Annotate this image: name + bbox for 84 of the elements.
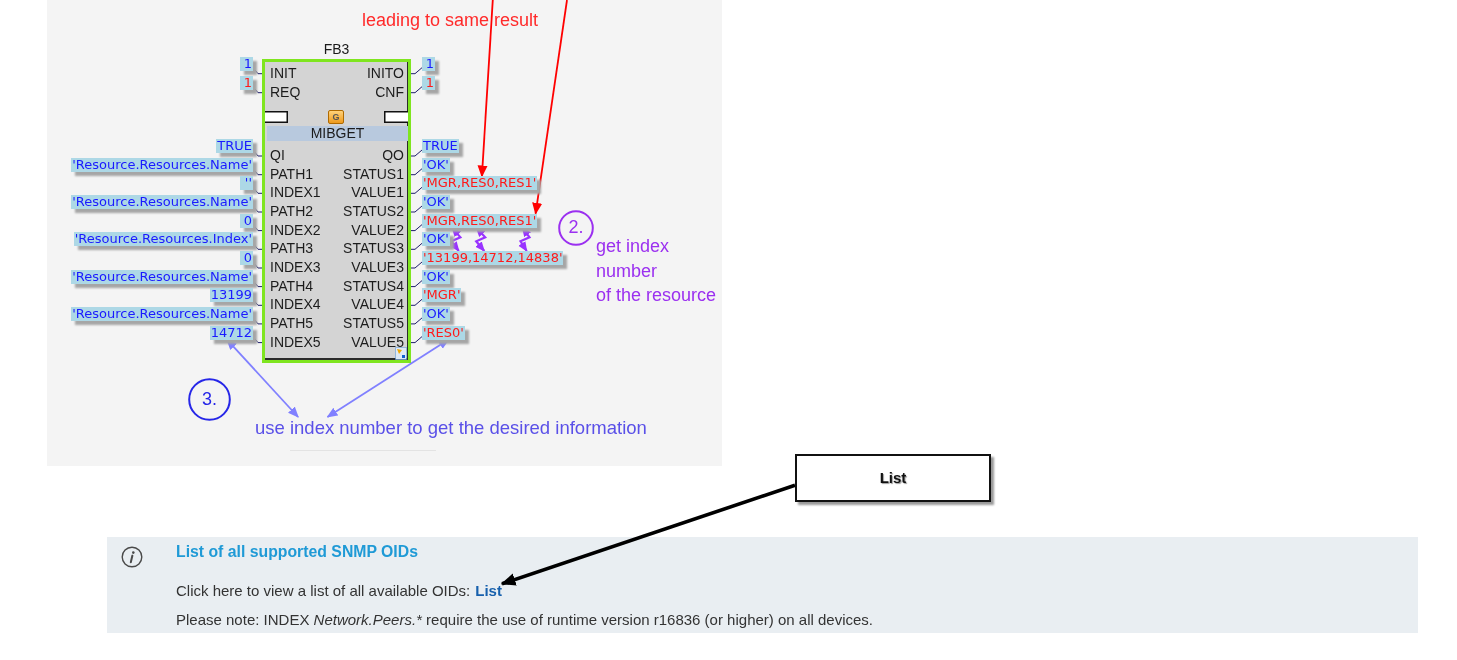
wire [410,224,423,232]
pin-label: STATUS4 [343,277,404,294]
wire [252,242,263,250]
pin-label: QI [270,147,285,163]
pin-label: QO [382,147,404,163]
pin-label: INITO [366,64,404,81]
arrow [477,0,494,178]
step-number: 3. [202,389,217,410]
wire [252,317,263,325]
wire [252,280,263,288]
wire [252,186,263,194]
pin-label: STATUS3 [343,240,404,257]
panel-heading: List of all supported SNMP OIDs [176,543,418,561]
pin-label: STATUS1 [343,165,404,182]
pin-label: PATH5 [270,314,314,331]
output-value: 'MGR' [422,288,462,303]
wire [410,67,423,75]
panel-text: Please note: INDEX Network.Peers.* require the use of runtime version r16836 (or higher) on all devices. [176,611,874,629]
pin-label: INDEX5 [270,333,321,350]
wire [252,86,263,94]
pin-label: REQ [270,83,301,100]
type-name-bar: MIBGET [267,126,408,141]
wire [252,261,263,269]
wire [252,205,263,213]
output-value: 'OK' [422,232,450,247]
pin-label: INDEX3 [270,258,321,275]
pin-label: VALUE1 [351,184,404,201]
pin-label: VALUE3 [351,258,404,275]
wire [252,336,263,344]
wire [410,298,423,306]
callout-box: List [795,454,991,502]
panel-text: Click here to view a list of all available OIDs: [176,582,471,600]
pin-label: PATH2 [270,202,314,219]
pin-label: STATUS5 [343,314,404,331]
wire [252,298,263,306]
wire [252,168,263,176]
wire [410,168,423,176]
block-name: FB3 [323,41,350,57]
pin-label: PATH3 [270,240,314,257]
double-arrow [474,226,488,252]
output-value: TRUE [422,139,459,153]
pin-label: INDEX4 [270,296,321,313]
annotation-text: use index number to get the desired information [255,417,647,439]
type-badge: G [328,110,344,124]
input-value: 'Resource.Resources.Index' [73,232,253,247]
pin-label: VALUE2 [351,221,404,238]
pin-label: STATUS2 [343,202,404,219]
pin-label: PATH1 [270,165,314,182]
annotation-text: leading to same result [362,10,539,31]
double-arrow [326,338,450,418]
annotation-text: get index number of the resource [596,235,717,307]
arrow [532,0,568,215]
double-arrow [518,226,532,252]
wire [252,224,263,232]
pin-label: VALUE4 [351,296,404,313]
wire [252,149,263,157]
wire [410,336,423,344]
wire [410,317,423,325]
pin-label: PATH4 [270,277,314,294]
step-circle [558,210,594,246]
link: List [475,582,502,600]
pin-label: VALUE5 [351,333,404,350]
double-arrow [226,338,299,418]
pin-label: CNF [375,83,404,100]
step-circle [188,378,231,421]
wire [410,205,423,213]
wire [410,280,423,288]
pin-label: INDEX2 [270,221,321,238]
wire [410,86,423,94]
callout-arrow [500,483,796,586]
input-value: TRUE [216,139,253,153]
input-value: 13199 [209,288,253,303]
wire [410,242,423,250]
info-panel [107,537,1418,633]
wire [410,186,423,194]
wire [410,261,423,269]
input-value: '' [240,176,253,191]
wire [410,149,423,157]
wire [252,67,263,75]
step-number: 2. [568,218,584,238]
pin-label: INIT [270,64,297,81]
double-arrow [449,226,463,252]
pin-label: INDEX1 [270,184,321,201]
output-value: 'MGR,RES0,RES1' [422,176,538,191]
